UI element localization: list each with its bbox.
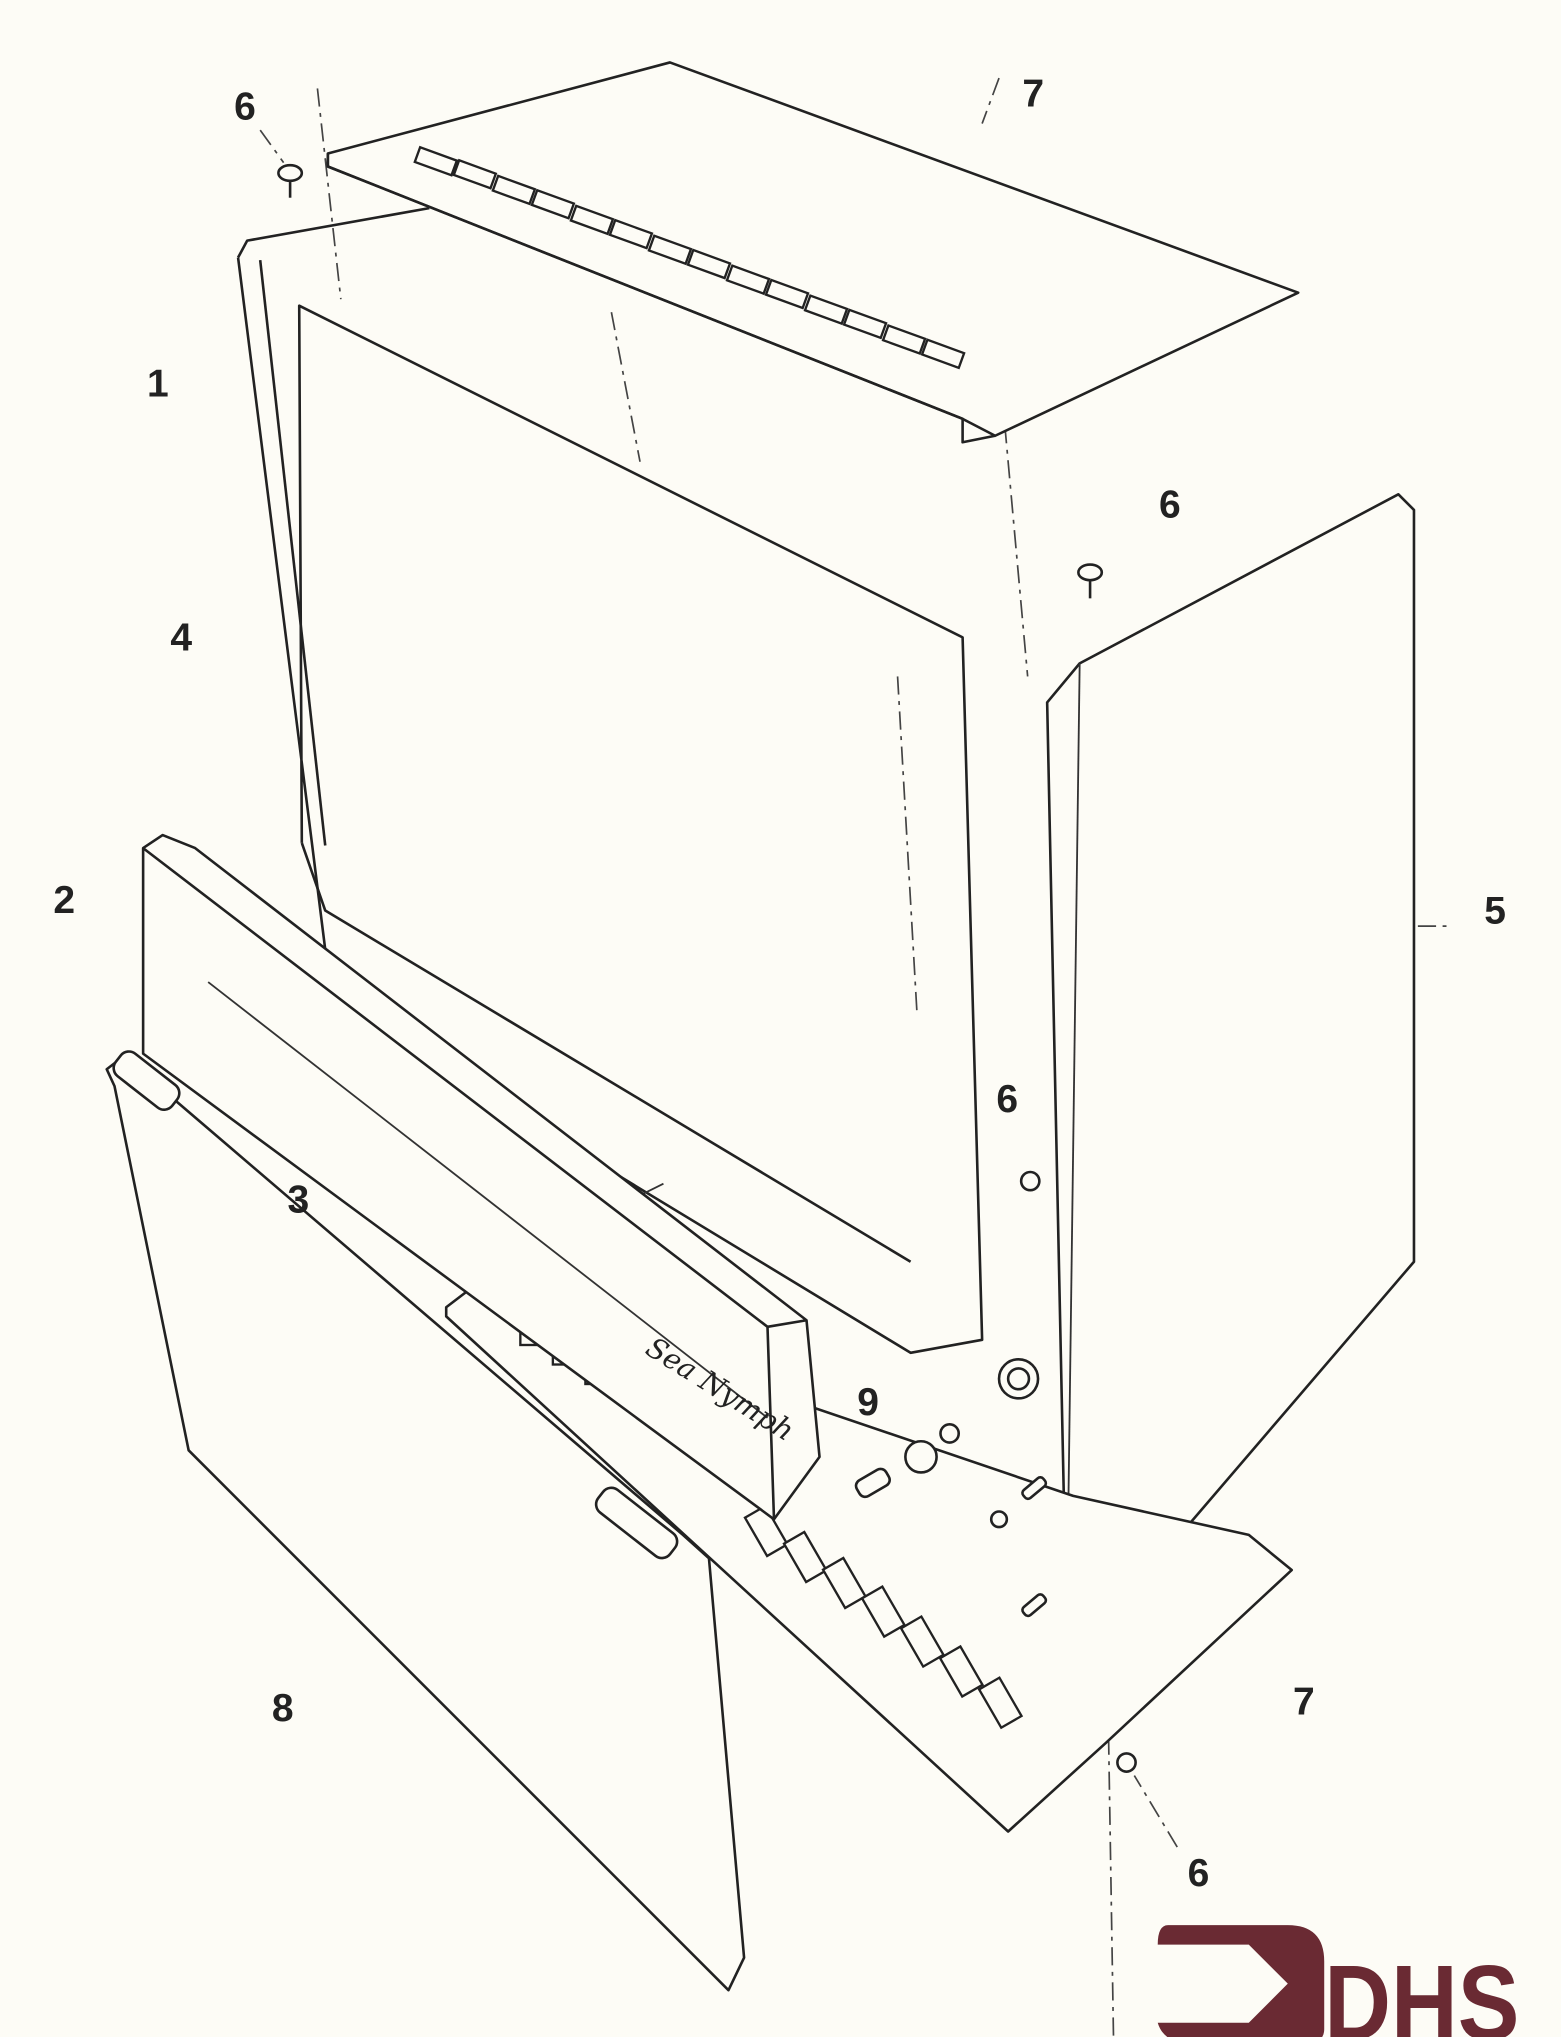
- front-door: [105, 1050, 746, 1992]
- top-cover: [326, 61, 1300, 444]
- top-cover-vents: [413, 145, 966, 370]
- callout-front-door: 8: [272, 1687, 294, 1730]
- callout-front-bezel: 2: [53, 879, 75, 922]
- front-bezel: Sea Nymph: [141, 833, 821, 1521]
- dhs-logo: DHS: [1157, 1925, 1519, 2037]
- leader-lines: [259, 129, 1178, 1848]
- callout-screw-bottom: 6: [1188, 1852, 1210, 1895]
- logo-text: DHS: [1324, 1943, 1519, 2037]
- centerlines: [316, 77, 1447, 2037]
- callout-top-cover: 7: [1022, 73, 1044, 116]
- callout-frame: 1: [147, 363, 169, 406]
- callouts: 6 7 1 4 6 2 5 6 3 9 8 7 6: [53, 73, 1506, 1895]
- callout-screw-side-top: 6: [1159, 484, 1181, 527]
- callout-knob-assembly: 9: [857, 1381, 879, 1424]
- callout-back-panel: 4: [170, 616, 192, 659]
- callout-screw-side-mid: 6: [996, 1078, 1018, 1121]
- logo-arrow-icon: [1157, 1925, 1325, 2037]
- callout-bottom-cover: 7: [1293, 1680, 1315, 1723]
- knob-icon: [854, 1358, 1048, 1618]
- screw-icon: [1116, 1752, 1137, 1773]
- callout-screw-top: 6: [234, 86, 256, 129]
- callout-bezel-slot: 3: [288, 1178, 310, 1221]
- screw-icon: [277, 163, 304, 198]
- screw-icon: [1019, 1170, 1041, 1192]
- fasteners: [277, 163, 1137, 1773]
- frame: [236, 206, 984, 1355]
- callout-side-panel: 5: [1484, 890, 1506, 933]
- screw-icon: [1077, 563, 1104, 599]
- side-panel: [1045, 492, 1416, 1654]
